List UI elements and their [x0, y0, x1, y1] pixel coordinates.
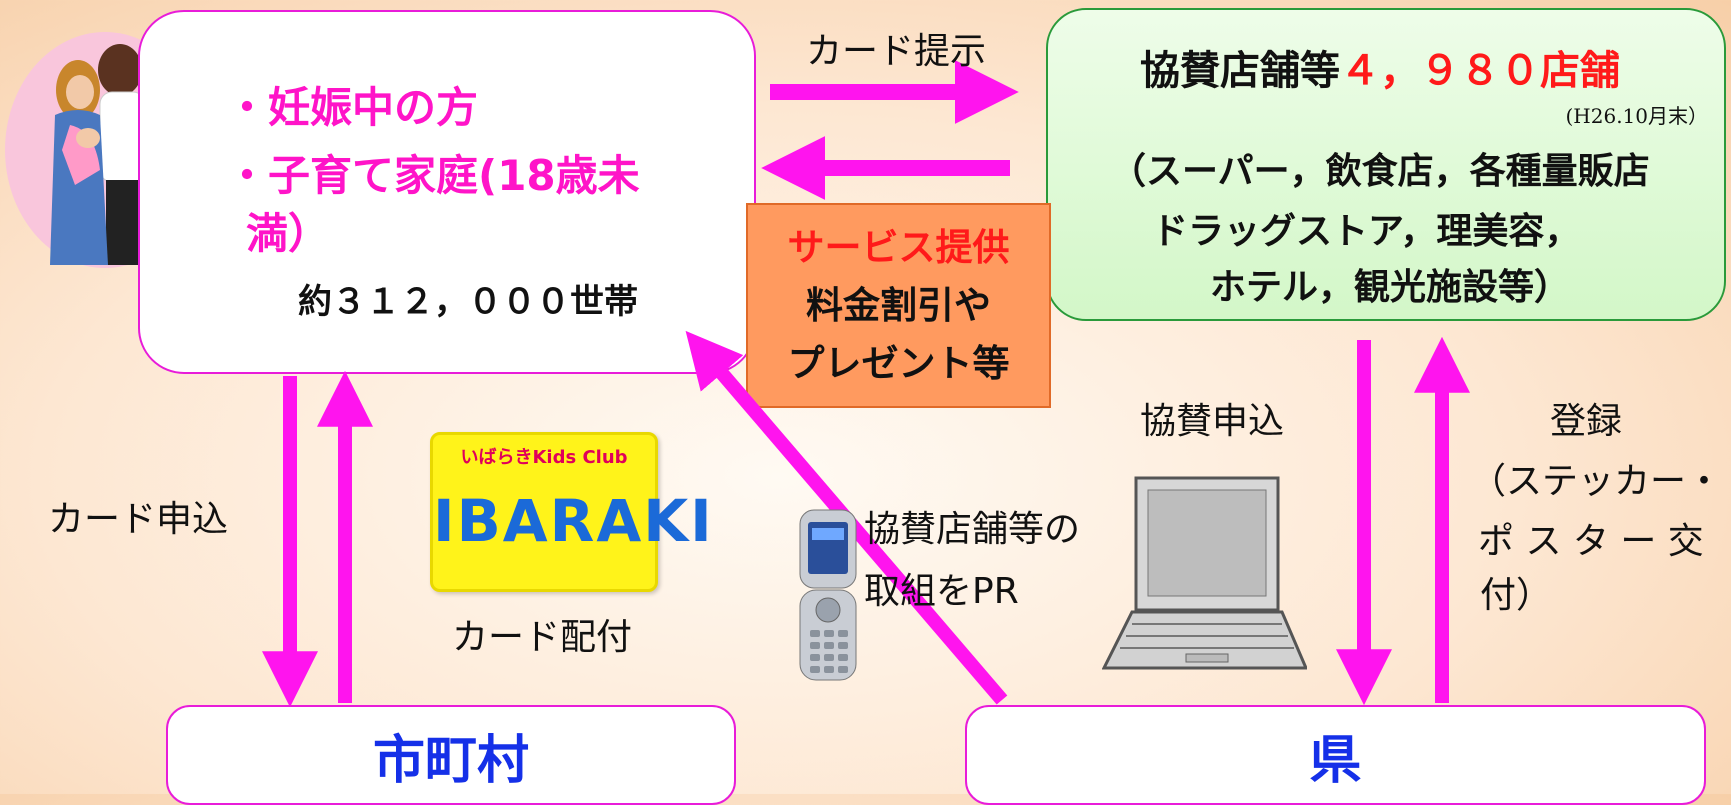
- child-household-label: ・子育て家庭(18歳未: [226, 151, 640, 200]
- register-sub1: （ステッカー・: [1470, 461, 1723, 502]
- register-sub3: 付）: [1480, 575, 1553, 616]
- sponsor-apply-label: 協賛申込: [1140, 401, 1285, 442]
- service-line1: サービス提供: [787, 225, 1010, 269]
- shops-count: ４，９８０店舗: [1340, 48, 1620, 94]
- municipality-label: 市町村: [372, 730, 529, 791]
- card-logo-text: いばらきKids Club: [460, 447, 628, 468]
- household-count: 約３１２，０００世帯: [298, 282, 638, 322]
- kids-club-card-image: いばらきKids Club IBARAKI: [430, 432, 714, 592]
- card-logo-big: IBARAKI: [433, 487, 714, 555]
- sponsor-shops-box: 協賛店舗等４，９８０店舗 (H26.10月末） （スーパー，飲食店，各種量販店 …: [1046, 8, 1726, 321]
- shops-title-prefix: 協賛店舗等: [1140, 48, 1340, 94]
- register-label: 登録: [1550, 401, 1623, 442]
- shops-types-line1: （スーパー，飲食店，各種量販店: [1110, 151, 1650, 192]
- service-box: サービス提供 料金割引や プレゼント等: [746, 203, 1051, 408]
- shops-date-note: (H26.10月末）: [1565, 104, 1709, 128]
- pregnant-label: ・妊娠中の方: [226, 83, 479, 132]
- card-present-label: カード提示: [806, 31, 987, 72]
- pr-label-line1: 協賛店舗等の: [864, 509, 1081, 550]
- prefecture-box: 県: [965, 705, 1706, 805]
- card-apply-label: カード申込: [48, 499, 229, 540]
- child-household-label-cont: 満）: [246, 209, 331, 258]
- service-line2: 料金割引や: [806, 283, 991, 327]
- shops-types-line3: ホテル，観光施設等）: [1210, 267, 1571, 308]
- service-line3: プレゼント等: [787, 341, 1010, 385]
- laptop-icon: [1101, 476, 1309, 672]
- shops-types-line2: ドラッグストア，理美容，: [1152, 211, 1581, 252]
- municipality-box: 市町村: [166, 705, 736, 805]
- family-target-box: ・妊娠中の方 ・子育て家庭(18歳未 満） 約３１２，０００世帯: [138, 10, 756, 374]
- shops-title: 協賛店舗等４，９８０店舗: [1140, 38, 1620, 96]
- pr-label-line2: 取組をPR: [864, 571, 1019, 612]
- register-sub2: ポ ス タ ー 交: [1478, 521, 1704, 562]
- card-issue-label: カード配付: [452, 617, 633, 658]
- mobile-phone-icon: [796, 506, 866, 682]
- prefecture-label: 県: [1309, 730, 1362, 791]
